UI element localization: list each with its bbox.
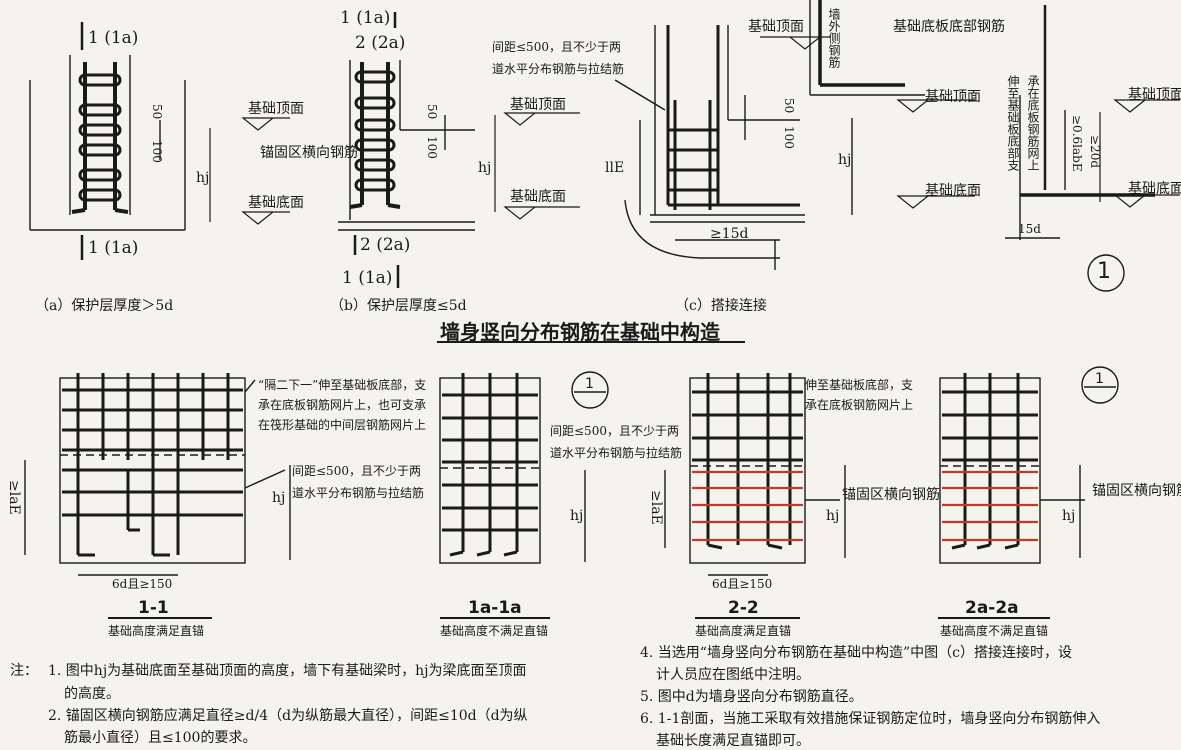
outer-bar-label: 墙外侧钢筋	[827, 8, 841, 68]
cut-mark-b-top1: 1 (1a)	[340, 8, 391, 28]
sec2a-subtitle: 基础高度不满足直锚	[940, 624, 1049, 638]
sec2a-anchor-label: 锚固区横向钢筋	[1092, 483, 1181, 499]
sec2-dim-hj: hj	[826, 508, 840, 524]
foundation-bottom-label-b: 基础底面	[510, 189, 566, 205]
foundation-bottom-label-c: 基础底面	[925, 183, 981, 199]
hj-label-b: hj	[478, 160, 492, 176]
sec1-note-1: “隔二下一”伸至基础板底部，支	[258, 378, 427, 392]
dim-50-b: 50	[425, 104, 439, 120]
note-2a: 2. 锚固区横向钢筋应满足直径≥d/4（d为纵筋最大直径），间距≤10d（d为纵	[48, 708, 528, 724]
anchor-bars-2-2	[692, 470, 803, 542]
section-1-1-drawing	[24, 373, 291, 576]
cut-mark-a-bottom: 1 (1a)	[88, 238, 139, 258]
detail1-note-2: 承在底板钢筋网上	[1026, 75, 1040, 171]
spacing-note-c-1: 间距≤500，且不少于两	[492, 40, 621, 54]
main-title: 墙身竖向分布钢筋在基础中构造	[440, 320, 720, 344]
detail-c-drawing	[614, 0, 925, 270]
dim-100-c: 100	[782, 126, 796, 149]
sec1-spacing-1: 间距≤500，且不少于两	[292, 464, 421, 478]
note-1a: 1. 图中hj为基础底面至基础顶面的高度，墙下有基础梁时，hj为梁底面至顶面	[48, 663, 527, 679]
detail-marker-number: 1	[1097, 259, 1111, 284]
sec2-dim-lae: ≥laE	[648, 490, 664, 525]
foundation-top-label-c: 基础顶面	[748, 19, 804, 35]
sec1-title: 1-1	[138, 598, 169, 618]
sec1-spacing-2: 道水平分布钢筋与拉结筋	[292, 486, 425, 500]
sec2-note-2: 承在底板钢筋网片上	[805, 398, 914, 412]
anchor-bars-2a-2a	[942, 470, 1038, 542]
caption-a: （a）保护层厚度＞5d	[35, 298, 174, 314]
spacing-note-c-2: 道水平分布钢筋与拉结筋	[492, 62, 625, 76]
section-2-2-drawing	[664, 373, 846, 576]
anchor-label-b: 锚固区横向钢筋	[260, 145, 358, 161]
note-2b: 筋最小直径）且≤100的要求。	[64, 730, 257, 746]
sec2a-title: 2a-2a	[965, 598, 1019, 618]
sec1a-dim-hj: hj	[570, 508, 584, 524]
sec1a-subtitle: 基础高度不满足直锚	[440, 624, 549, 638]
foundation-top-label-a: 基础顶面	[248, 101, 304, 117]
lap-dim-c: ≥15d	[710, 226, 749, 242]
dim-20d: ≥20d	[1088, 135, 1102, 169]
lle-label: llE	[605, 160, 625, 176]
sec1a-marker: 1	[585, 376, 594, 392]
sec1-dim-hj: hj	[272, 490, 286, 506]
foundation-top-label-d1: 基础顶面	[1128, 87, 1181, 103]
dim-50-c: 50	[782, 98, 796, 114]
note-6a: 6. 1-1剖面，当施工采取有效措施保证钢筋定位时，墙身竖向分布钢筋伸入	[640, 711, 1101, 727]
level-marks	[209, 36, 1180, 225]
notes-lead: 注：	[10, 663, 38, 679]
dim-15d: 15d	[1018, 222, 1041, 236]
hj-label-c: hj	[838, 152, 852, 168]
sec1-dim-lae: ≥laE	[6, 480, 22, 515]
hj-label-a: hj	[196, 170, 210, 186]
sec2a-dim-hj: hj	[1062, 508, 1076, 524]
sec2-title: 2-2	[728, 598, 759, 618]
sec2-note-1: 伸至基础板底部，支	[805, 378, 914, 392]
sec1-note-2: 承在底板钢筋网片上，也可支承	[258, 398, 427, 412]
detail-a-drawing	[29, 22, 186, 260]
foundation-bottom-label-a: 基础底面	[248, 195, 304, 211]
note-4a: 4. 当选用“墙身竖向分布钢筋在基础中构造”中图（c）搭接连接时，设	[640, 645, 1072, 661]
sec1a-title: 1a-1a	[468, 598, 522, 618]
cut-mark-b-bottom1: 2 (2a)	[360, 235, 411, 255]
foundation-top-label-c2: 基础顶面	[925, 89, 981, 105]
cut-mark-b-top2: 2 (2a)	[355, 33, 406, 53]
sec1a-spacing-1: 间距≤500，且不少于两	[550, 424, 679, 438]
sec1a-spacing-2: 道水平分布钢筋与拉结筋	[550, 446, 683, 460]
caption-c: （c）搭接连接	[675, 298, 767, 314]
detail-b-drawing	[338, 12, 475, 288]
note-5: 5. 图中d为墙身竖向分布钢筋直径。	[640, 689, 863, 705]
cut-mark-b-bottom2: 1 (1a)	[342, 268, 393, 288]
dim-100-a: 100	[150, 140, 164, 163]
section-2a-2a-drawing	[939, 373, 1085, 564]
detail-marker-circle	[1087, 254, 1125, 292]
sec2-dim-bottom: 6d且≥150	[712, 577, 773, 591]
dim-06-labe: ≥0.6labE	[1070, 115, 1084, 172]
sec1-subtitle: 基础高度满足直锚	[108, 624, 205, 638]
foundation-bottom-label-d1: 基础底面	[1128, 181, 1181, 197]
note-4b: 计人员应在图纸中注明。	[656, 667, 810, 683]
foundation-top-label-b: 基础顶面	[510, 97, 566, 113]
cut-mark-a-top: 1 (1a)	[88, 28, 139, 48]
sec1-dim-bottom: 6d且≥150	[112, 577, 173, 591]
sec2-anchor-label: 锚固区横向钢筋	[842, 487, 940, 503]
section-1a-1a-drawing	[439, 373, 586, 564]
sec1-note-3: 在筏形基础的中间层钢筋网片上	[258, 418, 427, 432]
bottom-plate-bar-label: 基础底板底部钢筋	[893, 19, 1005, 35]
caption-b: （b）保护层厚度≤5d	[330, 298, 467, 314]
detail1-note-1: 伸至基础板底部支	[1006, 75, 1020, 171]
dim-100-b: 100	[425, 136, 439, 159]
note-1b: 的高度。	[64, 686, 120, 702]
note-6b: 基础长度满足直锚即可。	[656, 733, 810, 749]
sec2-subtitle: 基础高度满足直锚	[695, 624, 792, 638]
sec2a-marker: 1	[1095, 371, 1104, 387]
dim-50-a: 50	[150, 104, 164, 120]
